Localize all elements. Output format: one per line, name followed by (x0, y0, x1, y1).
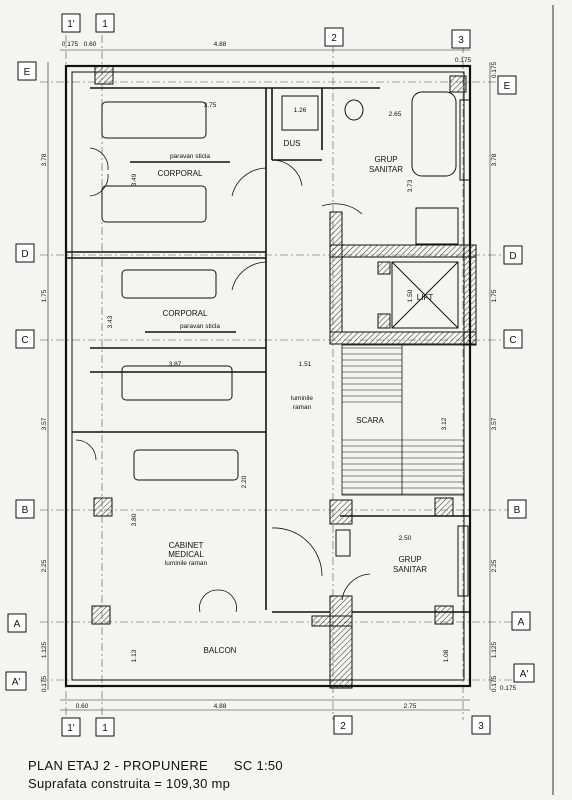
outer-walls (64, 64, 472, 688)
room-note-paravan-sticla-2: paravan sticla (180, 323, 220, 330)
dim-150: 1.50 (407, 289, 414, 302)
dim-right-0175: 0.175 (491, 61, 498, 78)
grid-label-C-left: C (21, 335, 28, 346)
room-label-scara: SCARA (356, 416, 384, 425)
lift-shaft (391, 261, 459, 329)
dim-right-0175b: 0.175 (491, 675, 498, 692)
grid-label-3-bottom: 3 (478, 721, 484, 732)
grid-label-2-bottom: 2 (340, 721, 346, 732)
grid-label-D-left: D (21, 249, 28, 260)
dim-bottom-488: 4.88 (214, 703, 227, 710)
dim-bottom-275: 2.75 (404, 703, 417, 710)
grid-label-A-prime-left: A' (12, 677, 21, 688)
grid-label-E-right: E (504, 81, 511, 92)
dim-312: 3.12 (441, 417, 448, 430)
stair-steps (342, 347, 464, 495)
grid-label-1-bottom: 1 (102, 723, 108, 734)
room-label-lift: LIFT (417, 293, 434, 302)
dimension-lines (47, 49, 491, 711)
dim-top-060: 0.60 (84, 41, 97, 48)
dim-265: 2.65 (389, 111, 402, 118)
grid-label-B-left: B (22, 505, 29, 516)
dim-right-175: 1.75 (491, 289, 498, 302)
dim-bottom-0175: 0.175 (500, 685, 517, 692)
dim-top-488: 4.88 (214, 41, 227, 48)
dim-108: 1.08 (443, 649, 450, 662)
paravan-glass-screens (130, 161, 236, 333)
dim-right-357: 3.57 (491, 417, 498, 430)
built-area: Suprafata construita = 109,30 mp (28, 776, 231, 791)
dim-right-225: 2.25 (491, 559, 498, 572)
dim-left-357: 3.57 (41, 417, 48, 430)
massage-tables (101, 101, 239, 481)
grid-label-1-prime-bottom: 1' (67, 723, 75, 734)
axis-bubbles (5, 13, 535, 737)
dim-375: 3.75 (204, 102, 217, 109)
grid-label-1-top: 1 (102, 19, 108, 30)
dim-left-1125: 1.125 (41, 641, 48, 658)
structural-columns (91, 65, 467, 625)
drawing-title: PLAN ETAJ 2 - PROPUNERE SC 1:50 (28, 758, 283, 773)
dim-left-378: 3.78 (41, 153, 48, 166)
dim-top-0175b: 0.175 (455, 57, 472, 64)
dim-151: 1.51 (299, 361, 312, 368)
dim-113: 1.13 (131, 649, 138, 662)
dim-top-0175: 0.175 (62, 41, 79, 48)
room-label-corporal-2: CORPORAL (163, 309, 208, 318)
core-walls (311, 211, 477, 689)
dim-343: 3.43 (107, 315, 114, 328)
grid-label-2-top: 2 (331, 33, 337, 44)
room-label-dus: DUS (284, 139, 301, 148)
dim-right-1125: 1.125 (491, 641, 498, 658)
drawing-title-text: PLAN ETAJ 2 - PROPUNERE (28, 758, 209, 773)
grid-label-A-left: A (14, 619, 21, 630)
dim-right-378: 3.78 (491, 153, 498, 166)
dim-left-225: 2.25 (41, 559, 48, 572)
interior-walls (66, 87, 470, 613)
grid-label-C-right: C (509, 335, 516, 346)
dim-250: 2.50 (399, 535, 412, 542)
grid-label-A-prime-right: A' (520, 669, 529, 680)
drawing-scale: SC 1:50 (233, 758, 283, 773)
room-label-balcon: BALCON (204, 646, 237, 655)
grid-label-1-prime-top: 1' (67, 19, 75, 30)
dim-387: 3.87 (169, 361, 182, 368)
grid-label-B-right: B (514, 505, 521, 516)
room-note-paravan-sticla-1: paravan sticla (170, 153, 210, 160)
room-label-corporal-1: CORPORAL (158, 169, 203, 178)
door-swings (75, 147, 371, 613)
dim-349: 3.49 (131, 173, 138, 186)
sanitary-fixtures (281, 91, 471, 597)
grid-label-D-right: D (509, 251, 516, 262)
dim-bottom-060: 0.60 (76, 703, 89, 710)
dim-left-0175: 0.175 (41, 675, 48, 692)
grid-label-E-left: E (24, 67, 31, 78)
grid-label-3-top: 3 (458, 35, 464, 46)
dim-220: 2.20 (241, 475, 248, 488)
dim-373: 3.73 (407, 179, 414, 192)
dim-126: 1.26 (294, 107, 307, 114)
room-note-luminile-raman-2: luminile raman (165, 560, 208, 567)
grid-label-A-right: A (518, 617, 525, 628)
dim-380: 3.80 (131, 513, 138, 526)
dim-left-175: 1.75 (41, 289, 48, 302)
